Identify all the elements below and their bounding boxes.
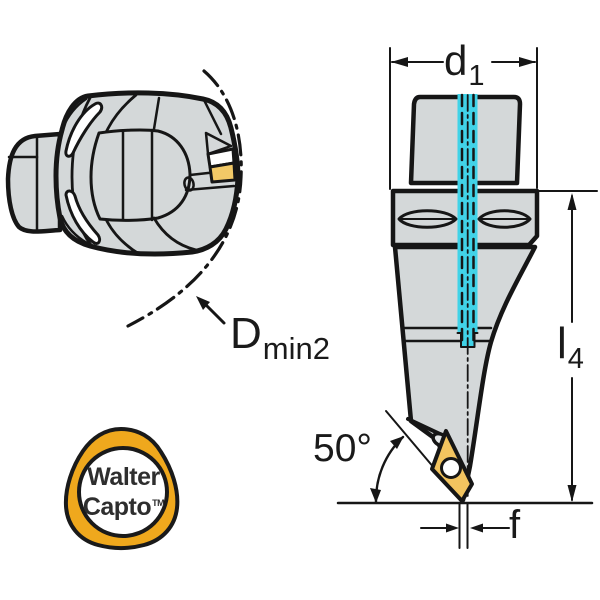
logo-capto-text: Capto bbox=[82, 493, 152, 521]
logo-text-block: Walter CaptoTM bbox=[63, 428, 184, 550]
dmin2-arc bbox=[126, 69, 243, 328]
angle-text: 50° bbox=[313, 427, 372, 470]
d1-subscript-text: 1 bbox=[468, 60, 485, 92]
l4-arrowhead-up bbox=[567, 193, 577, 210]
walter-capto-logo bbox=[63, 427, 180, 550]
shank-cylinder bbox=[5, 131, 63, 234]
dmin2-arrow-line bbox=[203, 302, 226, 325]
f-arrowhead-right bbox=[470, 523, 483, 533]
angle-label-50deg: 50° bbox=[313, 429, 372, 468]
face-line-mid-2 bbox=[184, 184, 236, 192]
flange-slot-top bbox=[64, 101, 104, 158]
d1-arrowhead-right bbox=[519, 57, 536, 67]
feed-label-f: f bbox=[509, 505, 520, 545]
insert-3d bbox=[208, 161, 237, 184]
logo-line-walter: Walter bbox=[87, 463, 160, 491]
insert-screw-hole bbox=[440, 457, 462, 479]
angle-arrowhead-top bbox=[390, 436, 404, 449]
dmin2-base-text: D bbox=[230, 309, 262, 358]
l4-subscript-text: 4 bbox=[567, 343, 584, 375]
d1-arrowhead-left bbox=[391, 57, 408, 67]
head-corner-chamfer-bottom bbox=[60, 214, 89, 245]
l4-arrowhead-down bbox=[567, 485, 577, 502]
logo-line-capto: CaptoTM bbox=[82, 492, 165, 527]
logo-inner-circle bbox=[77, 446, 169, 538]
tool-2d-side-view bbox=[336, 93, 594, 549]
dimension-label-dmin2: Dmin2 bbox=[230, 309, 330, 365]
head-dome bbox=[89, 128, 192, 222]
face-cheek-curve bbox=[152, 216, 198, 252]
dmin2-subscript-text: min2 bbox=[262, 331, 330, 366]
dimension-label-l4: l4 bbox=[557, 319, 584, 374]
angle-arrowhead-bottom bbox=[370, 488, 381, 503]
dimension-annotations bbox=[370, 47, 598, 533]
body-2d bbox=[392, 244, 538, 503]
l4-base-text: l bbox=[557, 319, 567, 368]
face-screw-hole bbox=[183, 176, 195, 192]
flange-slot-bottom bbox=[64, 189, 102, 245]
pocket-edge-line bbox=[406, 417, 442, 436]
dmin2-arrowhead bbox=[196, 296, 210, 310]
dmin2-annotation bbox=[126, 69, 243, 328]
f-arrowhead-left bbox=[446, 523, 459, 533]
head-corner-chamfer-top bbox=[59, 97, 88, 134]
feed-text: f bbox=[509, 503, 521, 547]
facet-line bbox=[202, 98, 223, 136]
trademark-symbol: TM bbox=[152, 498, 165, 508]
dimension-label-d1: d1 bbox=[444, 37, 485, 91]
face-line-top bbox=[152, 96, 161, 131]
facet-triangle bbox=[204, 131, 233, 156]
tool-head-3d-view bbox=[5, 90, 241, 257]
d1-base-text: d bbox=[444, 37, 468, 84]
